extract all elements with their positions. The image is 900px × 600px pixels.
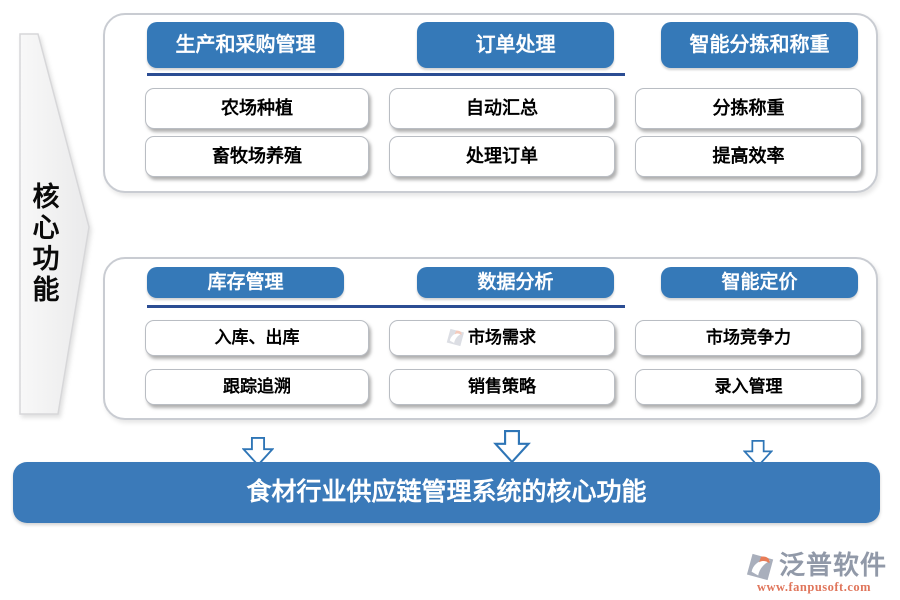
feature-item: 提高效率: [635, 136, 862, 177]
feature-item: 畜牧场养殖: [145, 136, 369, 177]
vendor-url: www.fanpusoft.com: [757, 580, 872, 594]
feature-item: 销售策略: [389, 369, 615, 405]
feature-item: 处理订单: [389, 136, 615, 177]
feature-item: 录入管理: [635, 369, 862, 405]
vendor-name: 泛普软件: [779, 551, 888, 580]
header-underline: [147, 305, 625, 308]
header-underline: [147, 73, 625, 76]
down-arrow-icon: [242, 437, 274, 466]
header-inventory-management: 库存管理: [147, 267, 344, 298]
feature-item: 农场种植: [145, 88, 369, 129]
header-data-analysis: 数据分析: [417, 267, 614, 298]
down-arrow-icon: [743, 440, 773, 467]
feature-item: 自动汇总: [389, 88, 615, 129]
core-functions-pentagon-icon: [12, 26, 102, 424]
fanpu-logo-icon: [746, 551, 776, 588]
feature-item: 分拣称重: [635, 88, 862, 129]
header-order-processing: 订单处理: [417, 22, 614, 68]
header-smart-pricing: 智能定价: [661, 267, 858, 298]
feature-panel-top: 生产和采购管理 订单处理 智能分拣和称重 农场种植 畜牧场养殖 自动汇总 处理订…: [103, 13, 878, 193]
header-smart-sorting-weighing: 智能分拣和称重: [661, 22, 858, 68]
footer-title-banner: 食材行业供应链管理系统的核心功能: [13, 462, 880, 523]
header-production-purchasing: 生产和采购管理: [147, 22, 344, 68]
feature-panel-bottom: 库存管理 数据分析 智能定价 入库、出库 跟踪追溯 市场需求 销售策略 市场竞争…: [103, 257, 878, 420]
down-arrow-icon: [493, 430, 531, 463]
feature-item: 入库、出库: [145, 320, 369, 356]
feature-item: 跟踪追溯: [145, 369, 369, 405]
core-functions-label: 核心功能: [32, 182, 60, 305]
feature-item: 市场竞争力: [635, 320, 862, 356]
watermark-logo-icon: [446, 326, 466, 360]
feature-item: 市场需求: [389, 320, 615, 356]
